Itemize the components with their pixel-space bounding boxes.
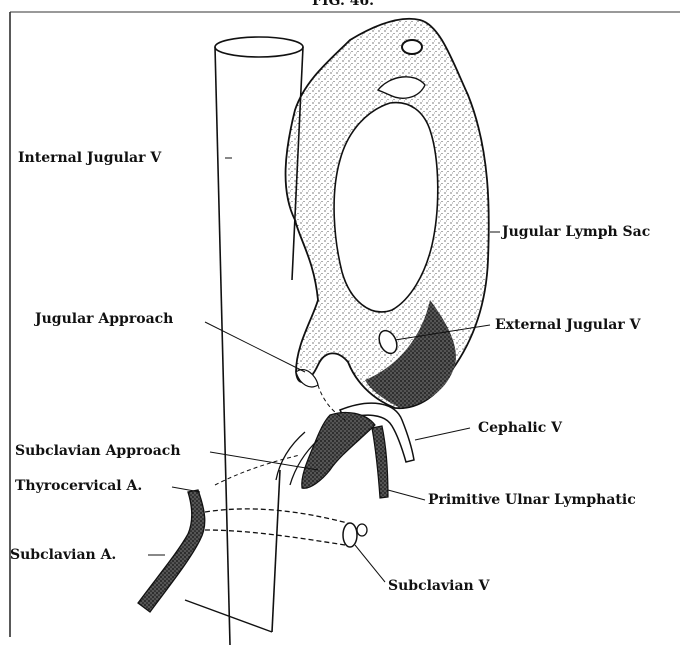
lymphatic-trunk	[302, 412, 375, 488]
label-thyrocervical-a: Thyrocervical A.	[15, 478, 142, 494]
leader-primitive-ulnar	[388, 490, 425, 500]
label-cephalic-v: Cephalic V	[478, 420, 562, 436]
leader-jugular-approach	[205, 322, 305, 372]
figure-title: FIG. 46.	[312, 0, 374, 9]
label-external-jugular-v: External Jugular V	[495, 317, 640, 333]
label-subclavian-v: Subclavian V	[388, 578, 489, 594]
label-primitive-ulnar-lymphatic: Primitive Ulnar Lymphatic	[428, 492, 636, 508]
label-subclavian-approach: Subclavian Approach	[15, 443, 181, 459]
subclavian-artery	[138, 490, 205, 612]
primitive-ulnar-lymphatic	[372, 426, 388, 498]
leader-subclavian-v	[355, 545, 385, 582]
label-internal-jugular-v: Internal Jugular V	[18, 150, 161, 166]
leader-thyrocervical	[172, 487, 200, 492]
leader-cephalic	[415, 428, 470, 440]
label-jugular-approach: Jugular Approach	[35, 311, 173, 327]
subclavian-vein	[205, 509, 367, 547]
label-subclavian-a: Subclavian A.	[10, 547, 116, 563]
label-jugular-lymph-sac: Jugular Lymph Sac	[502, 224, 650, 240]
